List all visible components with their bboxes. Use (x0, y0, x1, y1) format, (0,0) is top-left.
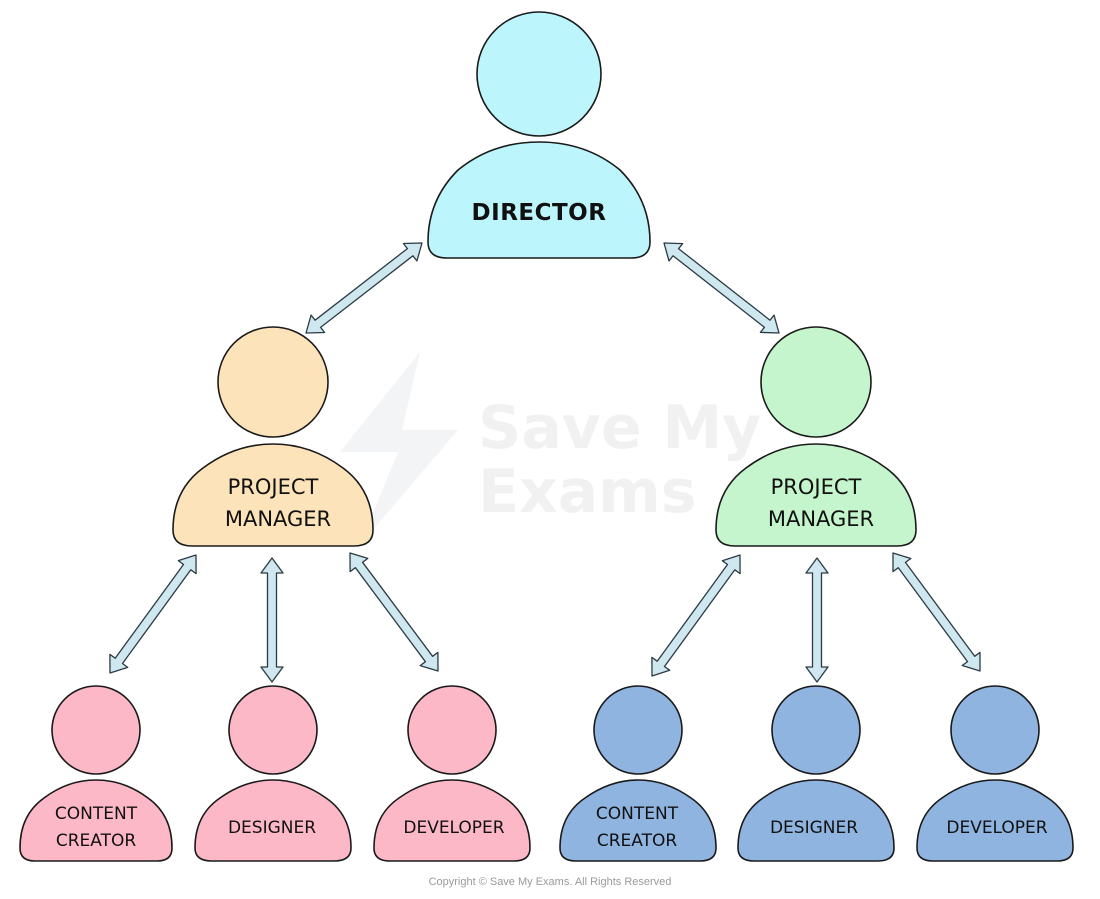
right-designer-body-icon (737, 779, 895, 862)
right-manager-label-line2: MANAGER (768, 507, 874, 531)
arrow-left-manager-to-content-creator (109, 554, 197, 674)
left-content-creator-label-line2: CREATOR (56, 831, 136, 851)
left-manager-head-icon (217, 326, 329, 438)
watermark-line2: Exams (478, 457, 696, 527)
right-content-creator-label-line1: CONTENT (596, 804, 679, 824)
right-developer-head-icon (950, 685, 1040, 775)
left-designer-label: DESIGNER (228, 818, 316, 838)
left-content-creator-head-icon (51, 685, 141, 775)
left-content-creator-body-icon (19, 779, 173, 862)
left-team: CONTENT CREATOR DESIGNER DEVELOPER (19, 685, 531, 862)
director-head-icon (476, 11, 602, 137)
left-content-creator-label-line1: CONTENT (55, 804, 138, 824)
right-manager-node: PROJECT MANAGER (715, 326, 917, 547)
right-developer-node: DEVELOPER (916, 685, 1074, 862)
copyright-text: Copyright © Save My Exams. All Rights Re… (428, 876, 672, 888)
right-developer-label: DEVELOPER (946, 818, 1047, 838)
arrows-level-1 (305, 242, 780, 334)
left-manager-label-line1: PROJECT (228, 475, 319, 499)
left-manager-label-line2: MANAGER (225, 507, 331, 531)
right-manager-label-line1: PROJECT (771, 475, 862, 499)
right-content-creator-head-icon (593, 685, 683, 775)
arrow-director-to-right-manager (663, 242, 780, 334)
left-content-creator-node: CONTENT CREATOR (19, 685, 173, 862)
left-developer-head-icon (407, 685, 497, 775)
right-designer-label: DESIGNER (770, 818, 858, 838)
watermark-line1: Save My (478, 393, 761, 463)
right-designer-node: DESIGNER (737, 685, 895, 862)
right-content-creator-label-line2: CREATOR (597, 831, 677, 851)
right-manager-head-icon (760, 326, 872, 438)
left-developer-body-icon (373, 779, 531, 862)
left-designer-head-icon (228, 685, 318, 775)
right-content-creator-body-icon (559, 779, 717, 862)
left-manager-body-icon (172, 443, 374, 547)
right-developer-body-icon (916, 779, 1074, 862)
arrow-left-manager-to-designer (260, 557, 284, 683)
left-manager-node: PROJECT MANAGER (172, 326, 374, 547)
arrow-right-manager-to-content-creator (651, 554, 741, 677)
left-designer-body-icon (194, 779, 352, 862)
director-label: DIRECTOR (472, 200, 607, 226)
arrow-right-manager-to-developer (892, 552, 981, 672)
watermark-bolt-icon (340, 352, 458, 545)
watermark: Save My Exams (340, 352, 761, 545)
right-content-creator-node: CONTENT CREATOR (559, 685, 717, 862)
left-developer-label: DEVELOPER (403, 818, 504, 838)
right-designer-head-icon (771, 685, 861, 775)
director-node: DIRECTOR (427, 11, 651, 259)
right-team: CONTENT CREATOR DESIGNER DEVELOPER (559, 685, 1074, 862)
arrow-left-manager-to-developer (349, 552, 439, 672)
arrow-director-to-left-manager (305, 242, 423, 334)
right-manager-body-icon (715, 443, 917, 547)
arrow-right-manager-to-designer (805, 557, 829, 683)
director-body-icon (427, 141, 651, 259)
left-designer-node: DESIGNER (194, 685, 352, 862)
arrows-level-2 (109, 552, 981, 683)
left-developer-node: DEVELOPER (373, 685, 531, 862)
